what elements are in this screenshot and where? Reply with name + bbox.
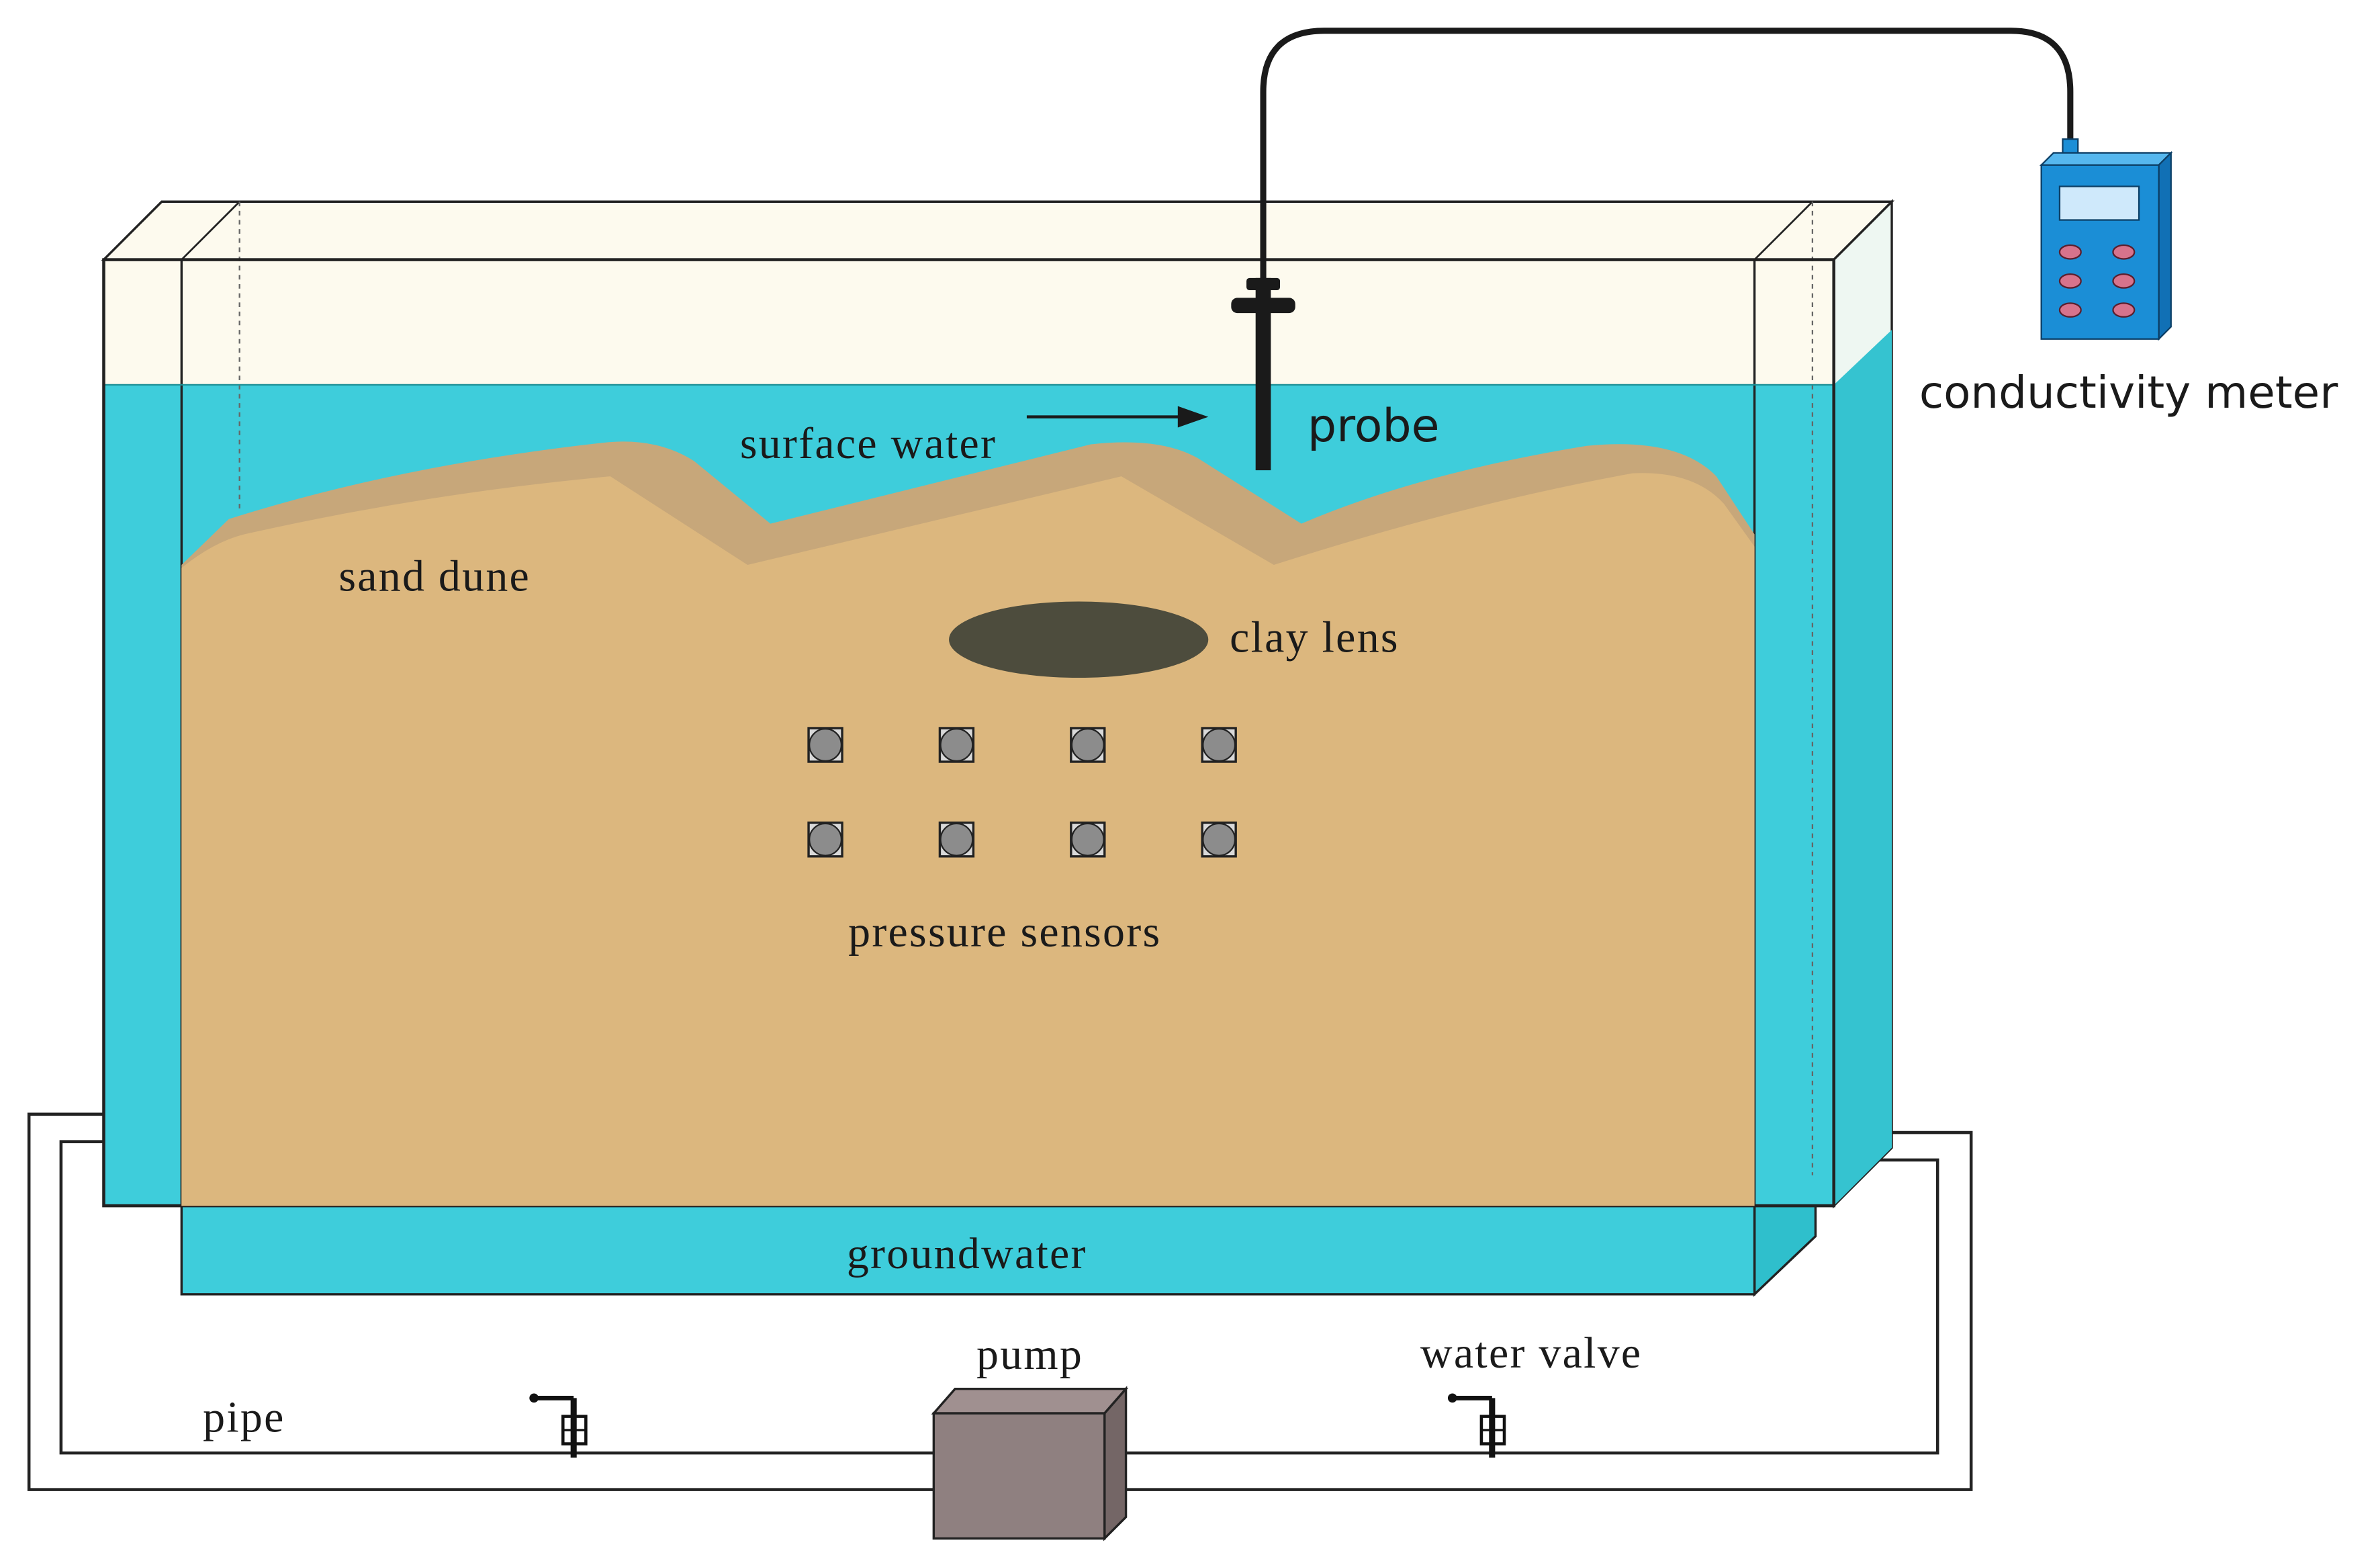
conductivity-meter-icon [2039, 138, 2173, 341]
pump-icon [931, 1386, 1129, 1542]
label-surface-water: surface water [740, 419, 997, 468]
pressure-sensor-icon [1201, 821, 1237, 858]
label-probe: probe [1308, 400, 1440, 453]
water-valve-icon [529, 1393, 588, 1458]
pressure-sensor-icon [1070, 727, 1106, 763]
pressure-sensor-icon [1201, 727, 1237, 763]
surface-water-arrow [1026, 406, 1209, 428]
pressure-sensor-grid [807, 727, 1237, 858]
label-groundwater: groundwater [847, 1229, 1087, 1278]
label-pressure-sensors: pressure sensors [848, 907, 1161, 957]
meter-button-icon [2112, 273, 2136, 289]
label-pump: pump [976, 1330, 1083, 1379]
probe-icon [1231, 28, 2074, 471]
label-water-valve: water valve [1420, 1329, 1642, 1378]
pressure-sensor-icon [807, 821, 843, 858]
label-pipe: pipe [203, 1392, 285, 1441]
pressure-sensor-icon [938, 821, 975, 858]
meter-button-icon [2058, 302, 2082, 318]
label-clay-lens: clay lens [1230, 613, 1400, 662]
water-valve-icon [1447, 1393, 1506, 1458]
meter-button-icon [2058, 273, 2082, 289]
clay-lens [949, 601, 1209, 678]
meter-button-icon [2112, 302, 2136, 318]
pressure-sensor-icon [938, 727, 975, 763]
meter-button-icon [2112, 244, 2136, 260]
label-sand-dune: sand dune [338, 552, 531, 601]
pressure-sensor-icon [807, 727, 843, 763]
meter-screen [2058, 185, 2140, 221]
label-conductivity-meter: conductivity meter [1919, 367, 2338, 418]
pipe-loop [27, 1112, 1973, 1491]
meter-button-icon [2058, 244, 2082, 260]
meter-buttons [2058, 244, 2136, 318]
pressure-sensor-icon [1070, 821, 1106, 858]
